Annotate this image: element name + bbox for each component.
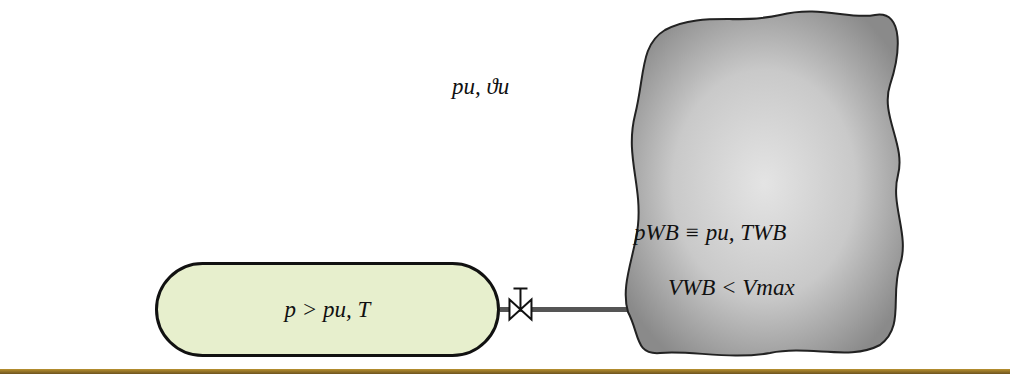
weather-balloon: pWB ≡ pu, TWB VWB < Vmax [620, 5, 910, 360]
ambient-label: pu, ϑu [452, 74, 509, 100]
state-label: pWB ≡ pu, TWB [634, 220, 786, 246]
ground-line [0, 369, 1010, 374]
state-label: VWB < Vmax [668, 275, 795, 301]
state-label: p > pu, T [285, 297, 371, 323]
balloon-body [626, 11, 903, 355]
tank-body [157, 264, 499, 356]
balloon-outline [620, 5, 910, 360]
valve-symbol [509, 289, 531, 320]
pressure-tank: p > pu, T [155, 262, 500, 357]
